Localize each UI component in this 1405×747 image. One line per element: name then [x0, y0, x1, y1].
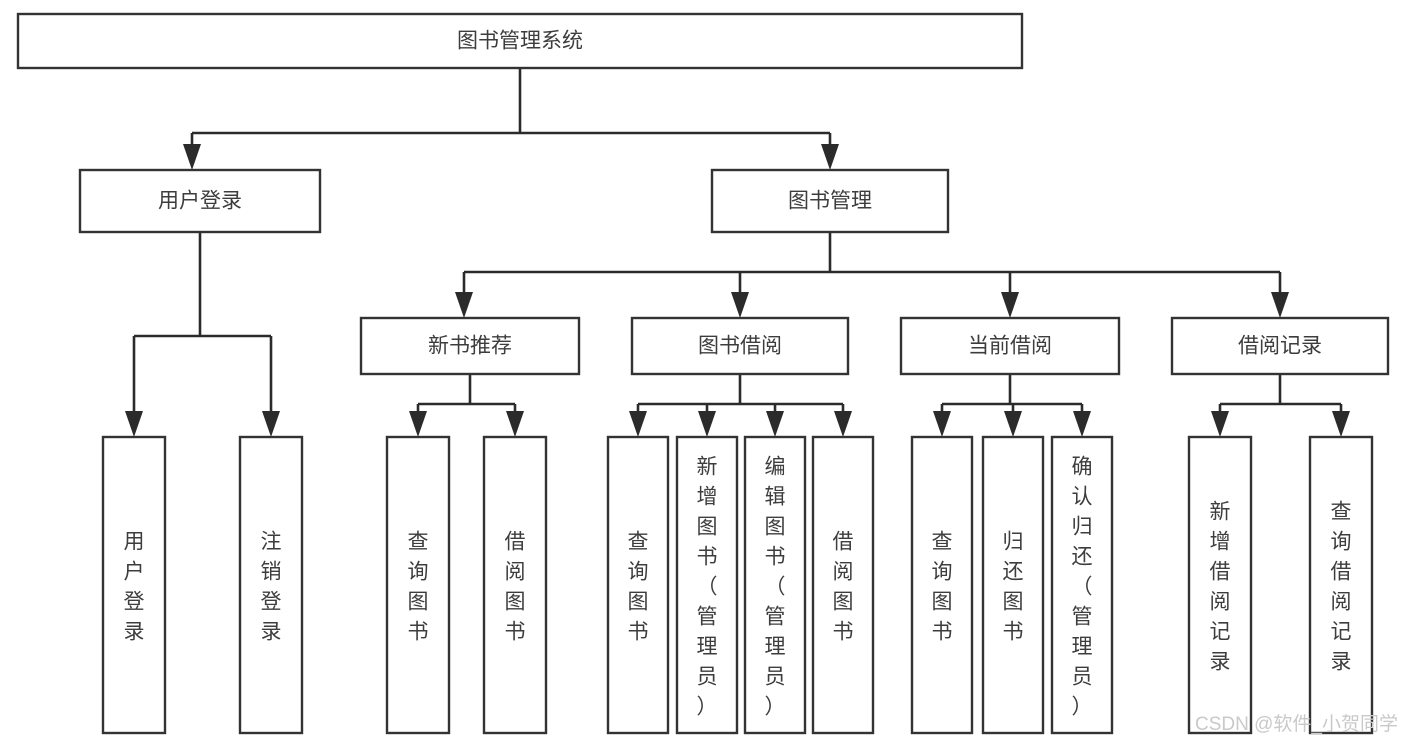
- arrow-head-icon: [1332, 411, 1350, 437]
- node-current-borrow[interactable]: 当前借阅: [899, 316, 1121, 376]
- arrow-head-icon: [1004, 411, 1022, 437]
- node-label-leaf-add-borrow-record: 新增借阅记录: [1210, 500, 1231, 673]
- node-box-leaf-user-logout[interactable]: [238, 435, 304, 735]
- arrow-head-icon: [455, 292, 473, 318]
- node-label-leaf-user-logout: 注销登录: [261, 530, 282, 643]
- connector-group-bus-root: [183, 68, 839, 170]
- arrow-head-icon: [731, 292, 749, 318]
- node-box-leaf-query-book-3[interactable]: [910, 435, 974, 735]
- connector-group-bus-new-book-rec: [409, 374, 524, 437]
- node-box-new-book-rec[interactable]: [359, 316, 581, 376]
- nodes-layer: 图书管理系统用户登录图书管理新书推荐图书借阅当前借阅借阅记录用户登录注销登录查询…: [16, 12, 1390, 735]
- node-label-book-manage: 图书管理: [788, 190, 872, 213]
- node-label-leaf-query-book-3: 查询图书: [932, 530, 953, 643]
- node-box-leaf-add-book-admin[interactable]: [675, 435, 739, 735]
- node-leaf-add-book-admin[interactable]: 新增图书（管理员）: [675, 435, 739, 735]
- node-box-leaf-borrow-book-1[interactable]: [482, 435, 548, 735]
- node-user-login[interactable]: 用户登录: [78, 168, 322, 234]
- node-label-leaf-query-borrow-record: 查询借阅记录: [1331, 500, 1352, 673]
- node-label-user-login: 用户登录: [158, 190, 242, 213]
- arrow-head-icon: [629, 411, 647, 437]
- node-box-leaf-query-borrow-record[interactable]: [1308, 435, 1374, 735]
- arrow-head-icon: [766, 411, 784, 437]
- arrow-head-icon: [1211, 411, 1229, 437]
- node-leaf-return-book[interactable]: 归还图书: [981, 435, 1045, 735]
- node-leaf-user-logout[interactable]: 注销登录: [238, 435, 304, 735]
- node-box-root[interactable]: [16, 12, 1024, 70]
- node-root[interactable]: 图书管理系统: [16, 12, 1024, 70]
- node-label-leaf-query-book-1: 查询图书: [408, 530, 429, 643]
- node-leaf-borrow-book-2[interactable]: 借阅图书: [811, 435, 875, 735]
- connector-group-bus-book-borrow: [629, 374, 852, 437]
- node-label-book-borrow: 图书借阅: [698, 335, 782, 358]
- arrow-head-icon: [821, 144, 839, 170]
- node-book-borrow[interactable]: 图书借阅: [630, 316, 850, 376]
- node-box-current-borrow[interactable]: [899, 316, 1121, 376]
- arrow-head-icon: [183, 144, 201, 170]
- node-box-user-login[interactable]: [78, 168, 322, 234]
- arrow-head-icon: [1271, 292, 1289, 318]
- connectors-layer: [125, 68, 1350, 437]
- node-leaf-query-book-1[interactable]: 查询图书: [385, 435, 451, 735]
- node-leaf-confirm-return-admin[interactable]: 确认归还（管理员）: [1050, 435, 1114, 735]
- node-box-borrow-record[interactable]: [1170, 316, 1390, 376]
- arrow-head-icon: [698, 411, 716, 437]
- node-box-leaf-query-book-2[interactable]: [606, 435, 670, 735]
- arrow-head-icon: [1001, 292, 1019, 318]
- node-leaf-add-borrow-record[interactable]: 新增借阅记录: [1187, 435, 1253, 735]
- node-label-leaf-confirm-return-admin: 确认归还（管理员）: [1072, 455, 1093, 718]
- connector-group-bus-current-borrow: [933, 374, 1091, 437]
- node-leaf-query-borrow-record[interactable]: 查询借阅记录: [1308, 435, 1374, 735]
- arrow-head-icon: [125, 411, 143, 437]
- node-label-leaf-user-login: 用户登录: [124, 530, 145, 643]
- arrow-head-icon: [506, 411, 524, 437]
- node-label-leaf-edit-book-admin: 编辑图书（管理员）: [765, 455, 786, 718]
- node-label-borrow-record: 借阅记录: [1238, 335, 1322, 358]
- arrow-head-icon: [933, 411, 951, 437]
- csdn-watermark: CSDN @软件_小贺同学: [1195, 713, 1398, 735]
- node-book-manage[interactable]: 图书管理: [710, 168, 950, 234]
- node-label-leaf-query-book-2: 查询图书: [628, 530, 649, 643]
- node-borrow-record[interactable]: 借阅记录: [1170, 316, 1390, 376]
- node-label-root: 图书管理系统: [457, 30, 583, 53]
- connector-group-bus-book-manage: [455, 232, 1289, 318]
- node-box-leaf-return-book[interactable]: [981, 435, 1045, 735]
- node-label-leaf-borrow-book-1: 借阅图书: [505, 530, 526, 643]
- node-leaf-borrow-book-1[interactable]: 借阅图书: [482, 435, 548, 735]
- node-box-book-manage[interactable]: [710, 168, 950, 234]
- arrow-head-icon: [1073, 411, 1091, 437]
- node-label-leaf-return-book: 归还图书: [1003, 530, 1024, 643]
- connector-group-bus-user-login: [125, 232, 280, 437]
- arrow-head-icon: [834, 411, 852, 437]
- node-box-book-borrow[interactable]: [630, 316, 850, 376]
- node-leaf-edit-book-admin[interactable]: 编辑图书（管理员）: [743, 435, 807, 735]
- node-leaf-query-book-2[interactable]: 查询图书: [606, 435, 670, 735]
- node-box-leaf-edit-book-admin[interactable]: [743, 435, 807, 735]
- node-new-book-rec[interactable]: 新书推荐: [359, 316, 581, 376]
- node-box-leaf-confirm-return-admin[interactable]: [1050, 435, 1114, 735]
- node-label-leaf-borrow-book-2: 借阅图书: [833, 530, 854, 643]
- arrow-head-icon: [262, 411, 280, 437]
- node-label-current-borrow: 当前借阅: [968, 335, 1052, 358]
- node-label-new-book-rec: 新书推荐: [428, 335, 512, 358]
- node-box-leaf-add-borrow-record[interactable]: [1187, 435, 1253, 735]
- node-label-leaf-add-book-admin: 新增图书（管理员）: [697, 455, 718, 718]
- node-box-leaf-borrow-book-2[interactable]: [811, 435, 875, 735]
- node-box-leaf-user-login[interactable]: [101, 435, 167, 735]
- connector-group-bus-borrow-record: [1211, 374, 1350, 437]
- node-leaf-user-login[interactable]: 用户登录: [101, 435, 167, 735]
- node-box-leaf-query-book-1[interactable]: [385, 435, 451, 735]
- arrow-head-icon: [409, 411, 427, 437]
- node-leaf-query-book-3[interactable]: 查询图书: [910, 435, 974, 735]
